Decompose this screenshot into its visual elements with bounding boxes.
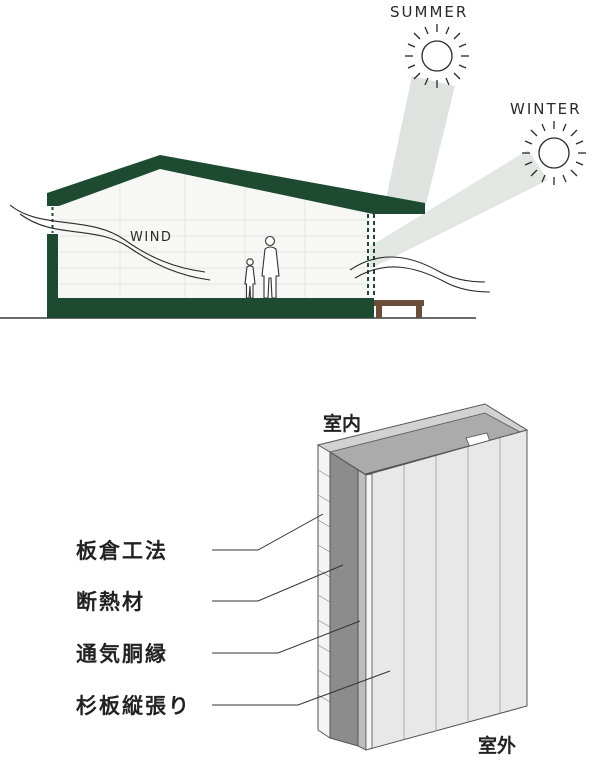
layer-label-itakura: 板倉工法	[76, 539, 168, 563]
left-wall	[47, 234, 58, 318]
person-child-icon	[244, 258, 256, 299]
interior-wall-lines	[60, 170, 368, 298]
wood-deck	[374, 300, 424, 318]
winter-sun-icon	[522, 121, 586, 185]
leader-lines	[212, 513, 391, 706]
layer-label-insulation: 断熱材	[76, 590, 145, 614]
layer-label-cedar: 杉板縦張り	[76, 694, 191, 718]
wind-label: WIND	[130, 230, 172, 245]
wind-flow-lines	[9, 204, 491, 293]
winter-label: WINTER	[510, 100, 582, 118]
layer-cedar-boards	[365, 429, 528, 751]
floor-slab	[47, 298, 374, 318]
interior-label: 室内	[323, 412, 361, 435]
person-adult-icon	[261, 235, 280, 299]
summer-sun-beam	[385, 76, 455, 208]
exterior-label: 室外	[478, 734, 516, 757]
wall-section-diagram: 室内 室外 板倉工法 断熱材 通気胴縁 杉板縦張り	[76, 403, 529, 757]
layer-furring-strip	[357, 469, 367, 751]
layer-label-furring: 通気胴縁	[76, 642, 168, 666]
summer-sun-icon	[405, 24, 469, 88]
house-diagram: WIND SUMMER	[0, 3, 586, 319]
summer-label: SUMMER	[390, 3, 468, 21]
house-roof	[47, 155, 425, 214]
layer-insulation	[329, 451, 359, 747]
